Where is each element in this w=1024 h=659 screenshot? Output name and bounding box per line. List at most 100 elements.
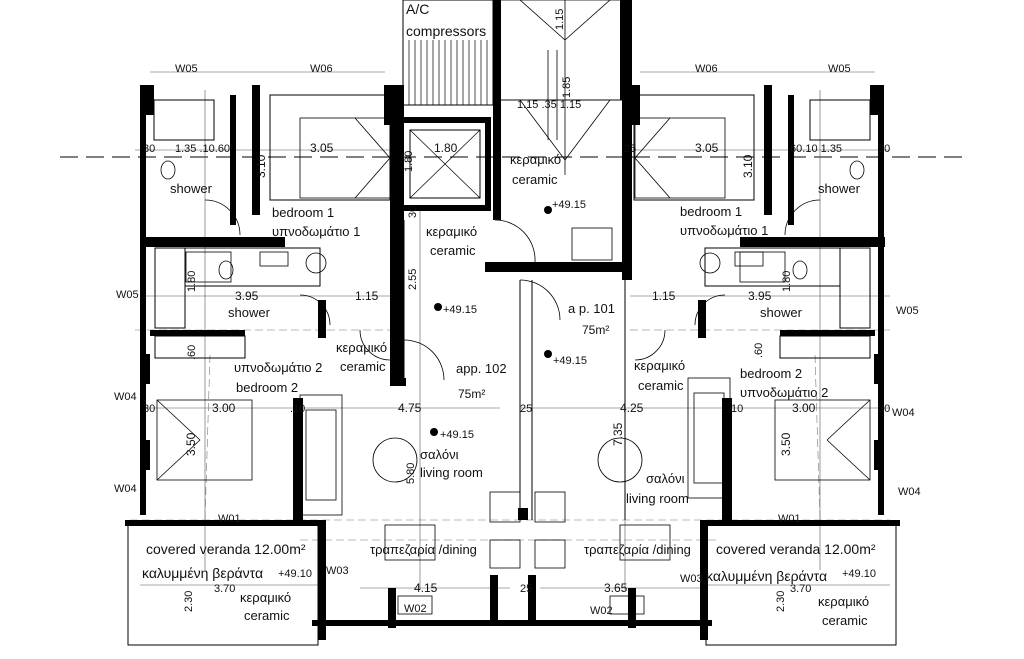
floor-finish-label: ceramic <box>340 359 386 374</box>
room-label: υπνοδωμάτιο 1 <box>272 224 360 239</box>
level-mark: +49.15 <box>443 304 477 316</box>
veranda-label: καλυμμένη βεράντα <box>706 568 827 584</box>
room-label: bedroom 2 <box>740 366 802 381</box>
dimension: 30 <box>878 403 890 415</box>
room-label: σαλόνι <box>646 471 685 486</box>
apartment-label: a p. 101 <box>568 301 615 316</box>
dimension: 3.10 <box>741 154 755 178</box>
dimension: 30 <box>143 403 155 415</box>
window-tag: W04 <box>892 407 915 419</box>
window-tag: W05 <box>116 289 139 301</box>
room-label: living room <box>626 491 689 506</box>
room-label: υπνοδωμάτιο 2 <box>740 385 828 400</box>
floor-finish-label: ceramic <box>638 378 684 393</box>
level-marker-icon <box>544 350 552 358</box>
dimension: 3.70 <box>790 583 811 595</box>
dimension: 1.15 <box>554 9 566 30</box>
window-tag: W05 <box>175 63 198 75</box>
apartment-area: 75m² <box>458 387 485 401</box>
room-label: σαλόνι <box>420 447 459 462</box>
room-label: bedroom 1 <box>680 204 742 219</box>
dimension: 7.35 <box>611 422 625 446</box>
dimension: 2.30 <box>183 591 195 612</box>
door-swings <box>204 199 821 381</box>
ac-label: compressors <box>406 23 486 39</box>
floor-finish-label: κεραμικό <box>426 224 477 239</box>
veranda-label: covered veranda 12.00m² <box>716 541 876 557</box>
veranda-label: covered veranda 12.00m² <box>146 541 306 557</box>
dimension: 25 <box>624 143 636 155</box>
floor-finish-label: κεραμικό <box>336 340 387 355</box>
dimension: 25 <box>520 403 532 415</box>
dimension: 4.75 <box>398 401 422 415</box>
dimension: .10 <box>290 403 305 415</box>
window-tag: W06 <box>310 63 333 75</box>
level-mark: +49.15 <box>553 355 587 367</box>
dimension: 3.10 <box>254 154 268 178</box>
room-label: τραπεζαρία /dining <box>370 542 477 557</box>
furniture <box>156 117 871 615</box>
floor-finish-label: ceramic <box>244 608 290 623</box>
dimension: 3.50 <box>184 432 198 456</box>
window-tag: W01 <box>218 513 241 525</box>
dimension: 3.95 <box>235 289 259 303</box>
dimension: 1.80 <box>781 271 793 292</box>
level-mark: +49.15 <box>552 199 586 211</box>
dimension: 4.15 <box>414 581 438 595</box>
dimension: 3.70 <box>214 583 235 595</box>
apartment-label: app. 102 <box>456 361 507 376</box>
dimension: 25 <box>520 583 532 595</box>
floor-finish-label: κεραμικό <box>510 152 561 167</box>
floor-finish-label: κεραμικό <box>240 590 291 605</box>
dimension: 30 <box>878 143 890 155</box>
dimension: 30 <box>407 206 419 218</box>
dimension: 1.80 <box>403 151 415 172</box>
window-tag: W01 <box>778 513 801 525</box>
window-tag: W03 <box>326 565 349 577</box>
structural-walls <box>125 0 900 640</box>
dimension: 1.15 <box>355 289 379 303</box>
level-marker-icon <box>430 428 438 436</box>
dimension: 1.15 .35 1.15 <box>517 99 581 111</box>
room-label: υπνοδωμάτιο 2 <box>234 360 322 375</box>
dimension: 3.05 <box>310 141 334 155</box>
level-mark: +49.10 <box>278 568 312 580</box>
dimension: 1.15 <box>652 289 676 303</box>
level-mark: +49.10 <box>842 568 876 580</box>
dimension: 5.80 <box>405 463 417 484</box>
room-label: shower <box>760 305 803 320</box>
dimension: 3.65 <box>604 581 628 595</box>
room-label: living room <box>420 465 483 480</box>
staircase <box>499 0 631 175</box>
dimension: 4.25 <box>620 401 644 415</box>
floor-finish-label: ceramic <box>822 613 868 628</box>
level-mark: +49.15 <box>440 429 474 441</box>
window-tag: W04 <box>898 486 921 498</box>
apartment-area: 75m² <box>582 323 609 337</box>
room-label: υπνοδωμάτιο 1 <box>680 223 768 238</box>
dimension: 1.80 <box>186 271 198 292</box>
window-tag: W02 <box>404 603 427 615</box>
floor-finish-label: ceramic <box>430 243 476 258</box>
window-tag: W05 <box>896 305 919 317</box>
dimension: 3.05 <box>695 141 719 155</box>
window-tag: W06 <box>695 63 718 75</box>
floor-finish-label: κεραμικό <box>634 358 685 373</box>
veranda-label: καλυμμένη βεράντα <box>142 565 263 581</box>
dimension-lines <box>135 71 890 590</box>
dimension: .10 <box>728 403 743 415</box>
dimension: .60 <box>186 345 198 360</box>
room-label: shower <box>170 181 213 196</box>
dimension: 1.35 .10.60 <box>175 143 230 155</box>
dimension: 30 <box>143 143 155 155</box>
floor-finish-label: ceramic <box>512 172 558 187</box>
level-marker-icon <box>544 206 552 214</box>
floor-finish-label: κεραμικό <box>818 594 869 609</box>
dimension: 3.00 <box>792 401 816 415</box>
dimension: 2.55 <box>407 269 419 290</box>
dimension: .60.10 1.35 <box>787 143 842 155</box>
level-marker-icon <box>434 303 442 311</box>
window-tag: W03 <box>680 573 703 585</box>
